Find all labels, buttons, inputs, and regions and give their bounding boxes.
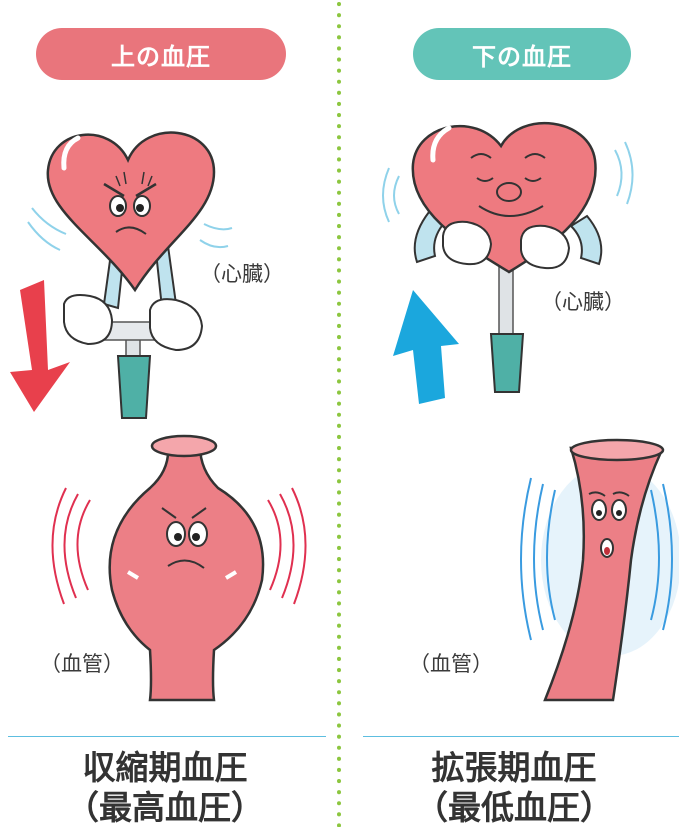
caption-rule [363,736,679,737]
vessel-label: （血管） [409,648,493,678]
systolic-panel: 上の血圧 [0,0,330,827]
relaxed-vessel-icon [521,440,679,700]
diastolic-panel: 下の血圧 [349,0,679,827]
caption-rule [8,736,326,737]
caption-title: 拡張期血圧 [349,748,679,788]
caption-title: 収縮期血圧 [0,748,330,788]
caption-subtitle: （最低血圧） [349,788,679,828]
caption-subtitle: （最高血圧） [0,788,330,828]
systolic-caption: 収縮期血圧 （最高血圧） [0,748,330,828]
heart-label: （心臓） [541,286,625,316]
center-divider [336,0,342,827]
up-arrow-icon [393,290,459,404]
down-arrow-icon [10,280,70,412]
angry-heart-icon [48,133,214,290]
heart-label: （心臓） [200,258,284,288]
systolic-illustration [0,0,330,827]
diastolic-caption: 拡張期血圧 （最低血圧） [349,748,679,828]
diastolic-illustration [349,0,679,827]
vessel-label: （血管） [40,648,124,678]
